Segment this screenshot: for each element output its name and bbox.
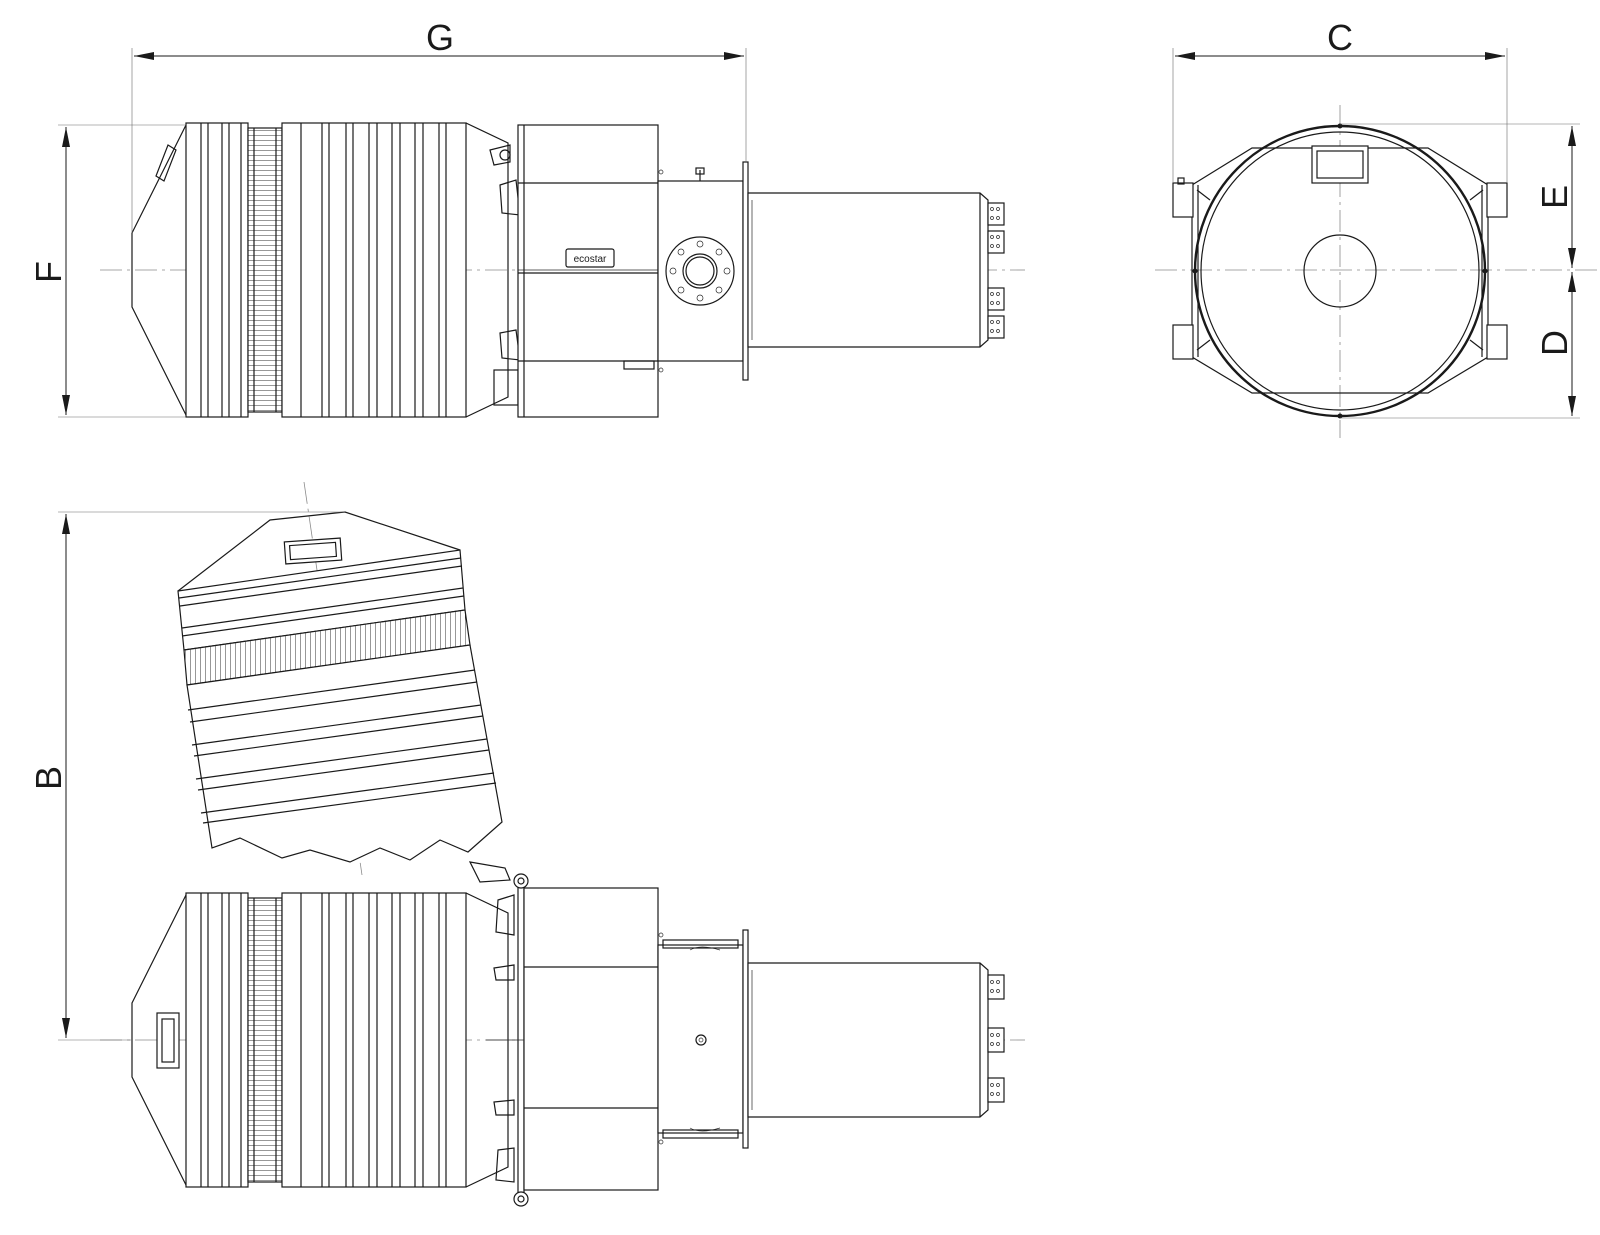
brand-plate — [565, 248, 615, 268]
front-window — [1311, 145, 1369, 184]
dimension-label-f: F — [28, 261, 69, 283]
air-intake-grille — [247, 127, 283, 413]
opened-housing — [177, 481, 511, 883]
open-connectors — [987, 974, 1005, 1103]
open-latches — [493, 894, 515, 1183]
mounting-plate — [742, 161, 749, 381]
brand-plate-text: ecostar — [574, 254, 607, 265]
open-housing-rings-rear — [281, 892, 467, 1188]
front-bore — [1303, 234, 1377, 308]
dimension-g: G — [131, 17, 747, 233]
front-view: C E D — [1155, 17, 1598, 438]
connectors — [987, 202, 1005, 339]
dimension-label-e: E — [1534, 185, 1575, 209]
dimension-e: E — [1340, 123, 1580, 268]
open-mounting-plate — [742, 929, 749, 1149]
dimension-f: F — [28, 124, 186, 418]
fan-body: ecostar — [517, 124, 659, 418]
flange-bore — [685, 256, 715, 286]
housing-rings-rear — [281, 122, 467, 418]
end-cap — [131, 124, 187, 416]
side-view-closed: ecostar — [28, 17, 1025, 418]
dimension-label-b: B — [28, 766, 69, 790]
dimension-label-c: C — [1327, 17, 1353, 58]
cap-handle — [155, 144, 177, 182]
dimension-b: B — [28, 511, 345, 1041]
side-view-open: B — [28, 481, 1025, 1207]
dimension-c: C — [1172, 17, 1508, 183]
open-housing-rings-front — [185, 892, 249, 1188]
dimension-label-d: D — [1534, 330, 1575, 356]
open-blast-tube — [747, 962, 989, 1118]
open-fan-body — [486, 887, 664, 1191]
hinge-latches — [489, 144, 521, 406]
blast-tube — [747, 192, 989, 348]
housing-rings-front — [185, 122, 249, 418]
open-air-intake-grille — [247, 897, 283, 1183]
housing-taper — [465, 122, 509, 418]
dimension-d: D — [1340, 272, 1580, 419]
dimension-label-g: G — [426, 17, 454, 58]
front-side-brackets — [1172, 177, 1508, 360]
flange-block — [657, 167, 744, 373]
open-cap-window — [156, 1012, 180, 1069]
open-flange-block — [657, 939, 744, 1139]
